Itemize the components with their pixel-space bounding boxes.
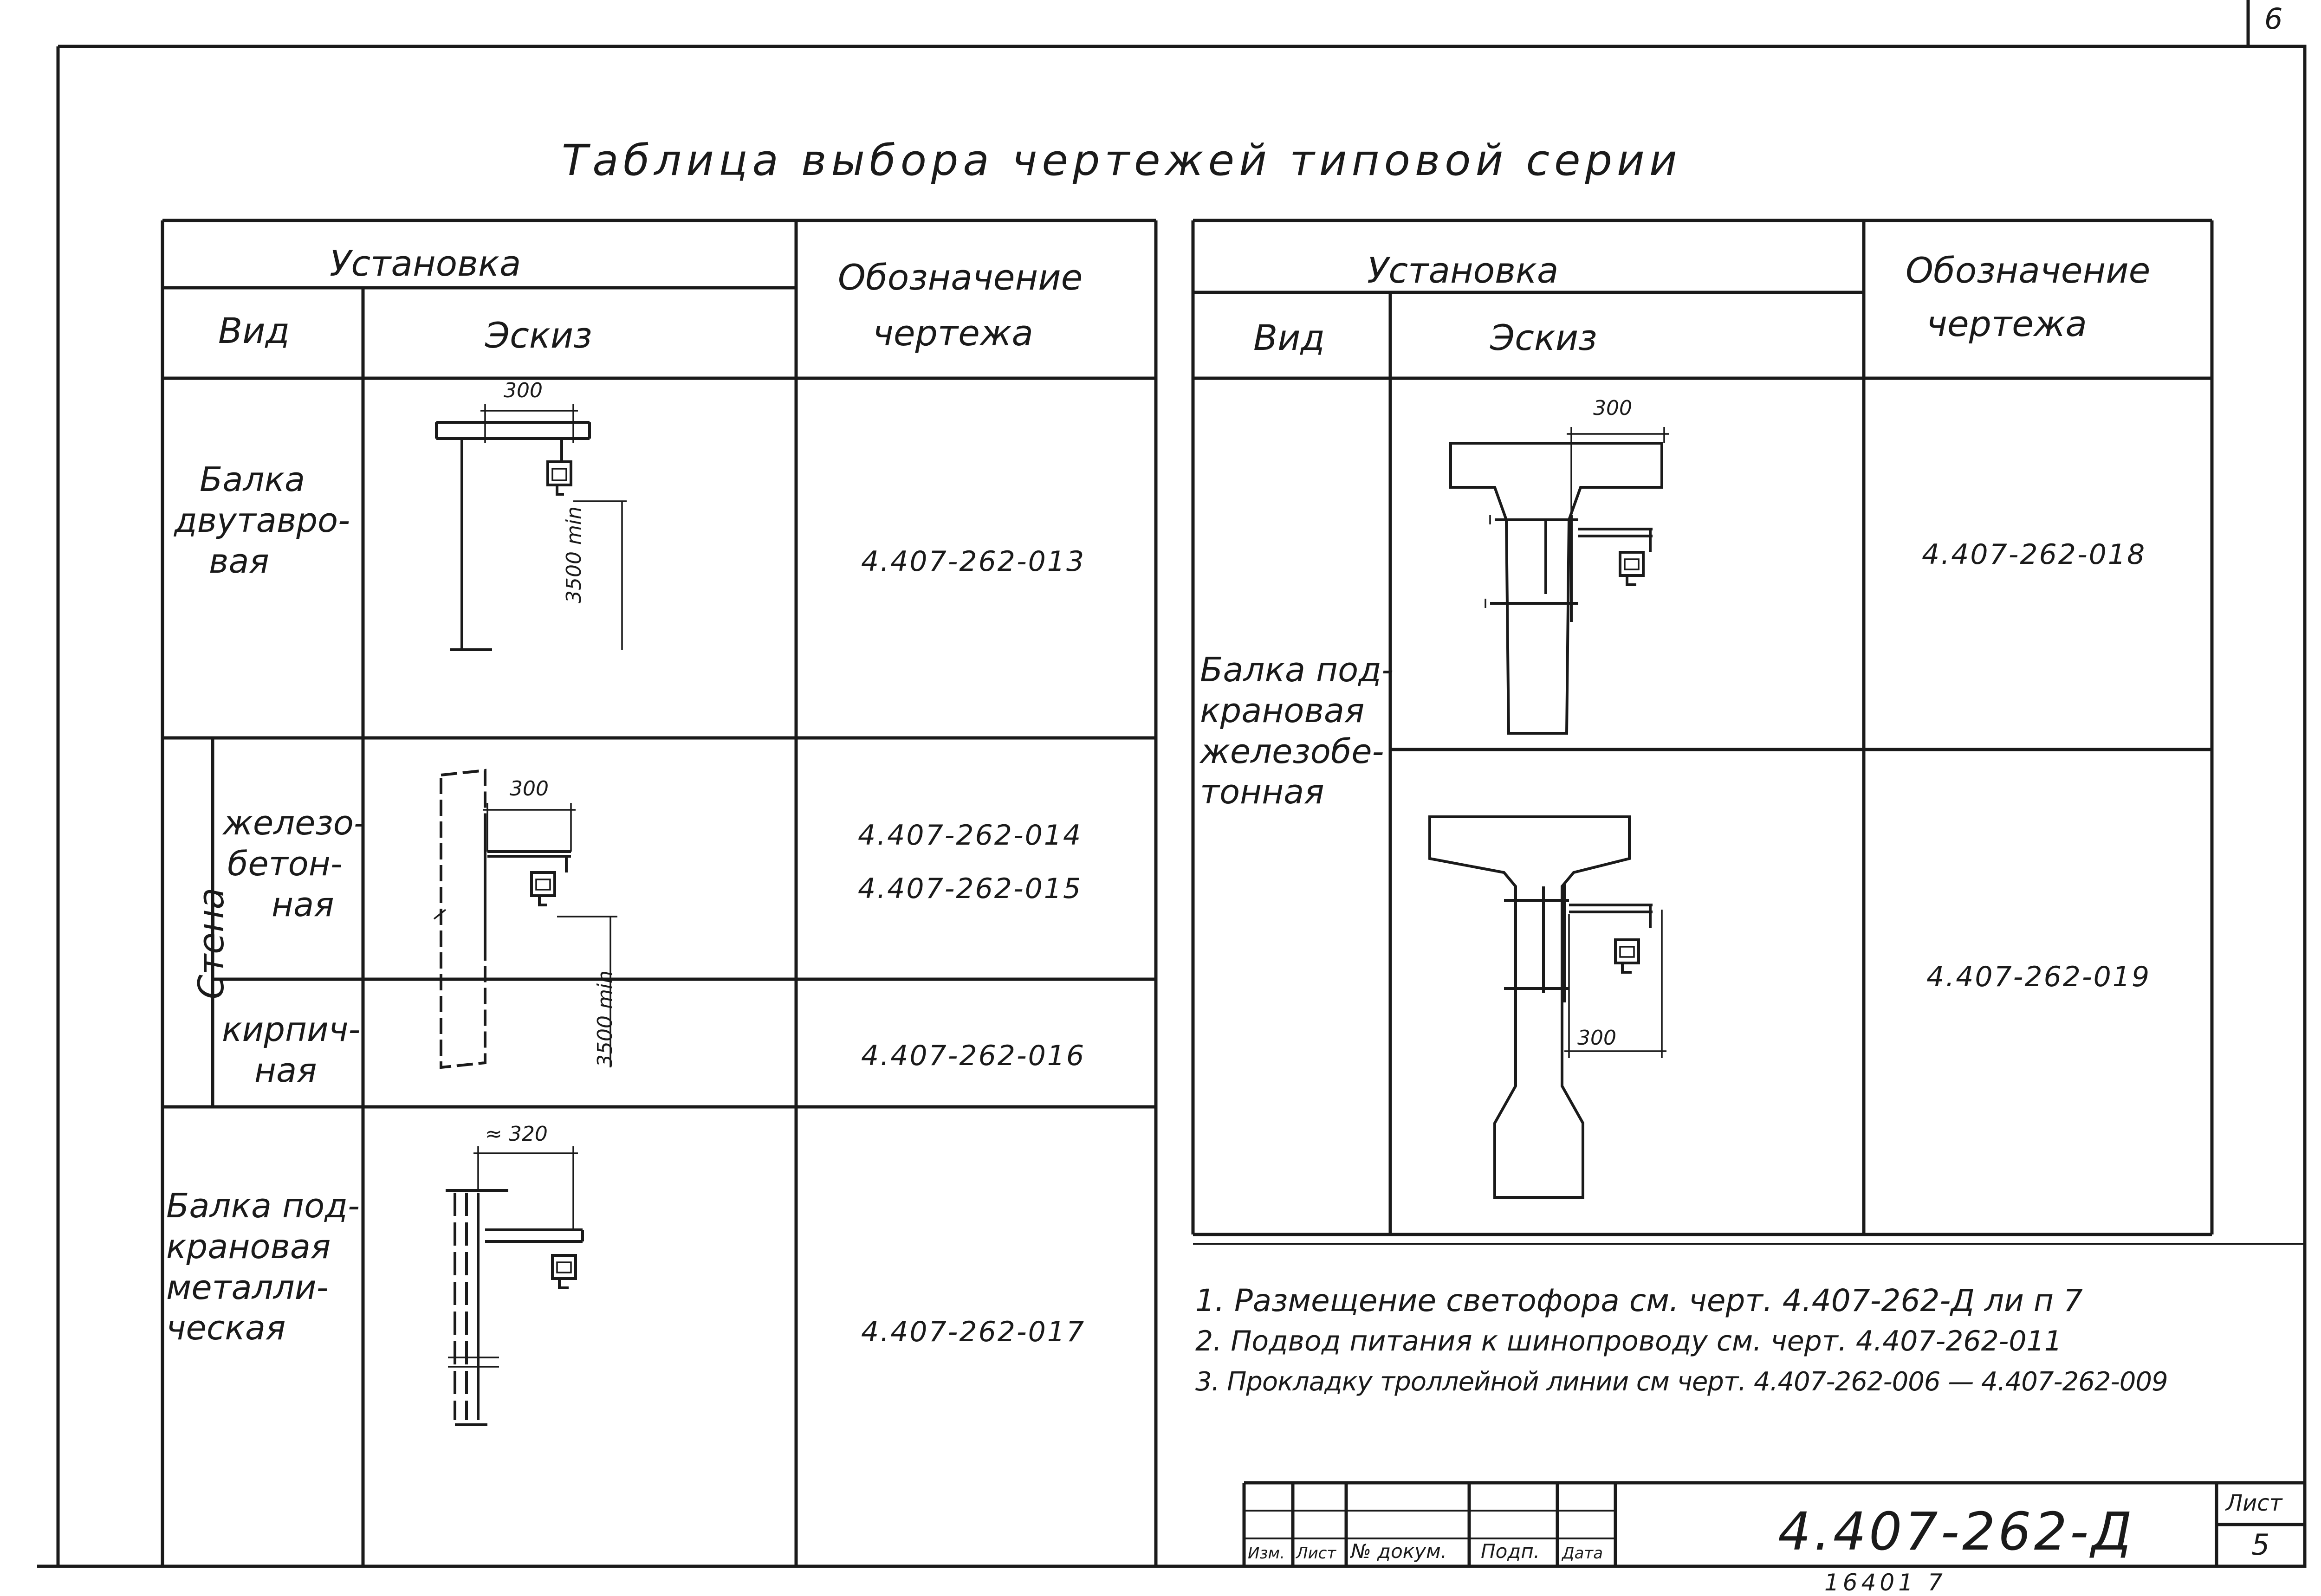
left-header-group: Установка [330, 243, 521, 284]
row3-view-l2: ная [254, 1050, 317, 1090]
right-col-designation: Обозначение [1906, 250, 2151, 291]
tb-col-rev: Изм. [1248, 1544, 1285, 1563]
right-view-l4: тонная [1200, 772, 1324, 812]
right-code-2: 4.407-262-019 [1926, 961, 2151, 993]
tb-sheet-number: 5 [2251, 1528, 2270, 1562]
row2-view-l3: ная [272, 885, 334, 924]
row2-code-2: 4.407-262-015 [858, 872, 1083, 905]
row2-view: железо- бетон- ная [223, 803, 366, 925]
row4-view-l2: крановая [166, 1227, 331, 1266]
right-col-view: Вид [1253, 317, 1325, 358]
sketch-concrete-t-beam-2 [1428, 815, 1666, 1199]
right-code-1: 4.407-262-018 [1922, 538, 2146, 571]
note-2: 2. Подвод питания к шинопроводу см. черт… [1195, 1325, 2062, 1357]
right-col-sketch: Эскиз [1490, 317, 1597, 358]
note-3: 3. Прокладку троллейной линии см черт. 4… [1195, 1367, 2168, 1397]
right-view-l2: крановая [1200, 691, 1365, 730]
row4-view-l1: Балка под- [166, 1186, 360, 1225]
row1-view: Балка двутавро- вая [174, 459, 350, 582]
page-number: 6 [2264, 2, 2283, 36]
left-col-designation-2: чертежа [873, 312, 1033, 354]
row4-code: 4.407-262-017 [861, 1316, 1086, 1348]
sketch-concrete-t-beam-1 [1449, 427, 1669, 735]
dim-320: ≈ 320 [485, 1122, 548, 1146]
dim-300-b: 300 [510, 777, 549, 801]
tb-designation: 4.407-262-Д [1778, 1502, 2135, 1562]
right-view-l3: железобе- [1200, 731, 1384, 771]
row2-view-l2: бетон- [227, 844, 343, 883]
left-col-sketch: Эскиз [485, 315, 592, 356]
dim-3500-b: 3500 min [593, 970, 617, 1067]
left-col-designation: Обозначение [838, 257, 1083, 298]
row3-view: кирпич- ная [222, 1009, 360, 1091]
row3-code: 4.407-262-016 [861, 1040, 1086, 1072]
right-header-group: Установка [1367, 250, 1559, 291]
row4-view-l3: металли- [166, 1267, 329, 1307]
row3-view-l1: кирпич- [222, 1010, 361, 1049]
page-title: Таблица выбора чертежей типовой серии [562, 136, 1682, 185]
row4-view-l4: ческая [166, 1308, 286, 1348]
right-view: Балка под- крановая железобе- тонная [1200, 650, 1394, 813]
dim-300-c: 300 [1593, 396, 1632, 420]
row1-view-l3: вая [209, 541, 269, 581]
row1-view-l2: двутавро- [174, 500, 350, 540]
tb-sheet-label: Лист [2226, 1490, 2282, 1516]
row4-view: Балка под- крановая металли- ческая [166, 1186, 360, 1349]
right-col-designation-2: чертежа [1926, 303, 2087, 344]
inventory-number: 16401 7 [1824, 1569, 1946, 1596]
right-view-l1: Балка под- [1200, 650, 1394, 689]
dim-300-a: 300 [504, 379, 543, 402]
row2-code-1: 4.407-262-014 [858, 819, 1083, 852]
tb-col-sheet: Лист [1296, 1544, 1336, 1563]
row1-code: 4.407-262-013 [861, 545, 1086, 578]
sketch-i-beam [435, 404, 627, 651]
sketch-metal-crane-beam [446, 1146, 584, 1426]
row1-view-l1: Балка [200, 460, 305, 499]
tb-col-date: Дата [1562, 1544, 1603, 1563]
dim-300-d: 300 [1577, 1026, 1616, 1050]
tb-col-doc: № докум. [1351, 1540, 1447, 1563]
sketch-concrete-wall [433, 769, 617, 1069]
left-col-view: Вид [218, 310, 290, 351]
note-1: 1. Размещение светофора см. черт. 4.407-… [1195, 1283, 2083, 1318]
tb-col-sign: Подп. [1481, 1540, 1540, 1563]
wall-group-label: Стена [190, 887, 232, 1000]
row2-view-l1: железо- [223, 803, 366, 842]
dim-3500-a: 3500 min [562, 506, 586, 603]
